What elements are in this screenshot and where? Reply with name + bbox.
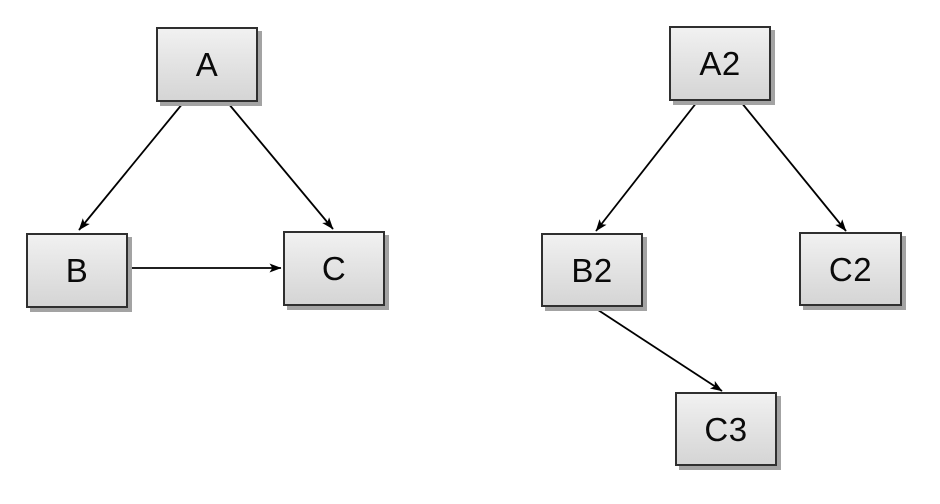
node-C3: C3	[675, 392, 777, 466]
node-label-C3: C3	[704, 410, 748, 448]
node-C2: C2	[799, 232, 902, 306]
node-label-A2: A2	[699, 45, 741, 82]
edge-A-B	[78, 102, 184, 231]
node-C: C	[283, 231, 385, 306]
node-B: B	[26, 233, 128, 308]
edge-B2-C3	[594, 307, 723, 392]
edge-A2-B2	[595, 101, 698, 232]
node-label-C: C	[321, 250, 347, 287]
node-label-C2: C2	[828, 250, 873, 288]
node-A: A	[156, 27, 258, 102]
node-label-A: A	[195, 46, 219, 83]
edge-A2-C2	[740, 101, 847, 232]
node-label-B: B	[65, 252, 89, 289]
node-A2: A2	[669, 26, 771, 101]
node-label-B2: B2	[571, 251, 613, 289]
edge-A-C	[227, 102, 334, 230]
node-B2: B2	[541, 233, 643, 307]
